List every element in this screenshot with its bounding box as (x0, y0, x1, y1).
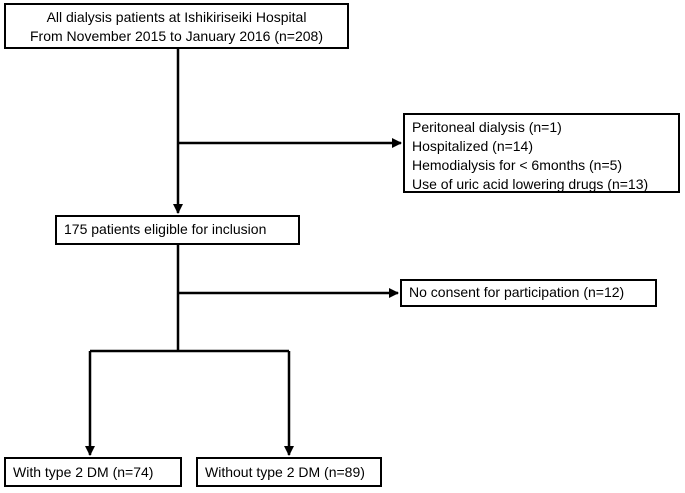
exclusion-box-1: Peritoneal dialysis (n=1) Hospitalized (… (403, 113, 680, 193)
exclusion-item: Use of uric acid lowering drugs (n=13) (412, 176, 649, 192)
exclusion-item: Peritoneal dialysis (n=1) (412, 119, 562, 135)
all-patients-line1: All dialysis patients at Ishikiriseiki H… (46, 9, 307, 25)
with-dm-label: With type 2 DM (n=74) (13, 464, 154, 480)
without-dm-label: Without type 2 DM (n=89) (205, 464, 365, 480)
eligible-patients-label: 175 patients eligible for inclusion (64, 221, 267, 237)
with-dm-box: With type 2 DM (n=74) (4, 457, 182, 487)
exclusion-item: Hemodialysis for < 6months (n=5) (412, 157, 623, 173)
all-patients-box: All dialysis patients at Ishikiriseiki H… (4, 3, 349, 49)
exclusion-item: Hospitalized (n=14) (412, 138, 534, 154)
without-dm-box: Without type 2 DM (n=89) (196, 457, 382, 487)
no-consent-label: No consent for participation (n=12) (409, 284, 625, 300)
eligible-patients-box: 175 patients eligible for inclusion (55, 215, 300, 245)
exclusion-box-2: No consent for participation (n=12) (400, 279, 657, 307)
all-patients-line2: From November 2015 to January 2016 (n=20… (30, 28, 323, 44)
